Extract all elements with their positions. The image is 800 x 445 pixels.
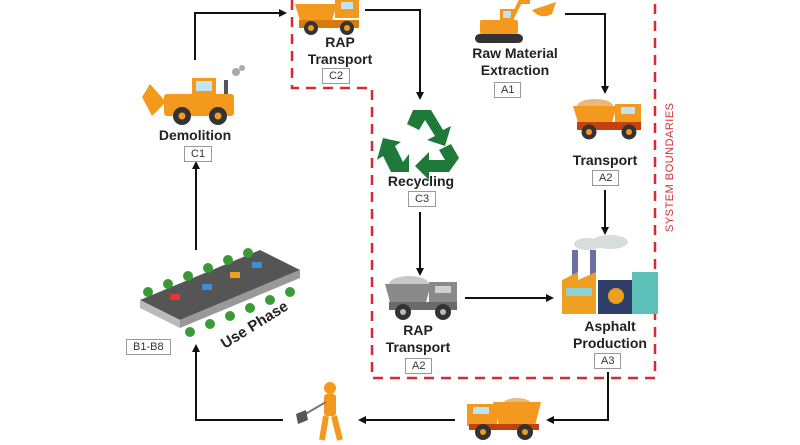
arrow-construction-to-use <box>192 344 283 421</box>
factory-icon <box>562 235 658 314</box>
code-a1: A1 <box>494 82 522 98</box>
label-line: RAP <box>325 34 355 50</box>
code-c3: C3 <box>408 191 437 207</box>
label-demolition: Demolition <box>158 127 232 143</box>
dump-truck-icon <box>573 99 641 140</box>
worker-shovel-icon <box>296 382 343 441</box>
label-line: Production <box>573 335 647 351</box>
system-boundaries-label: SYSTEM BOUNDARIES <box>664 102 676 232</box>
grey-dump-truck-icon <box>385 276 457 320</box>
bulldozer-icon <box>142 65 245 125</box>
label-transport-a2: Transport <box>572 152 638 168</box>
system-boundary <box>290 0 657 380</box>
arrow-c2-to-recycling <box>365 9 424 100</box>
label-line: Extraction <box>480 62 550 78</box>
code-rap-a2: A2 <box>405 358 433 374</box>
dump-truck-icon <box>295 0 359 35</box>
recycle-icon <box>377 110 459 180</box>
code-a2: A2 <box>592 170 620 186</box>
label-line: Transport <box>307 51 373 67</box>
code-b1-b8: B1-B8 <box>126 339 171 355</box>
arrow-asphalt-to-transport <box>546 372 609 424</box>
excavator-icon <box>475 0 556 43</box>
label-line: Transport <box>385 339 451 355</box>
arrow-demolition-to-rap-transport <box>194 9 287 60</box>
label-line: RAP <box>403 322 433 338</box>
dump-truck-icon <box>467 398 541 440</box>
code-a3: A3 <box>594 353 622 369</box>
arrow-extraction-to-transport <box>565 13 609 94</box>
label-line: Asphalt <box>584 318 636 334</box>
highway-icon <box>140 248 300 337</box>
code-c2: C2 <box>322 68 351 84</box>
code-c1: C1 <box>184 146 213 162</box>
label-line: Raw Material <box>472 45 558 61</box>
label-recycling: Recycling <box>387 173 455 189</box>
